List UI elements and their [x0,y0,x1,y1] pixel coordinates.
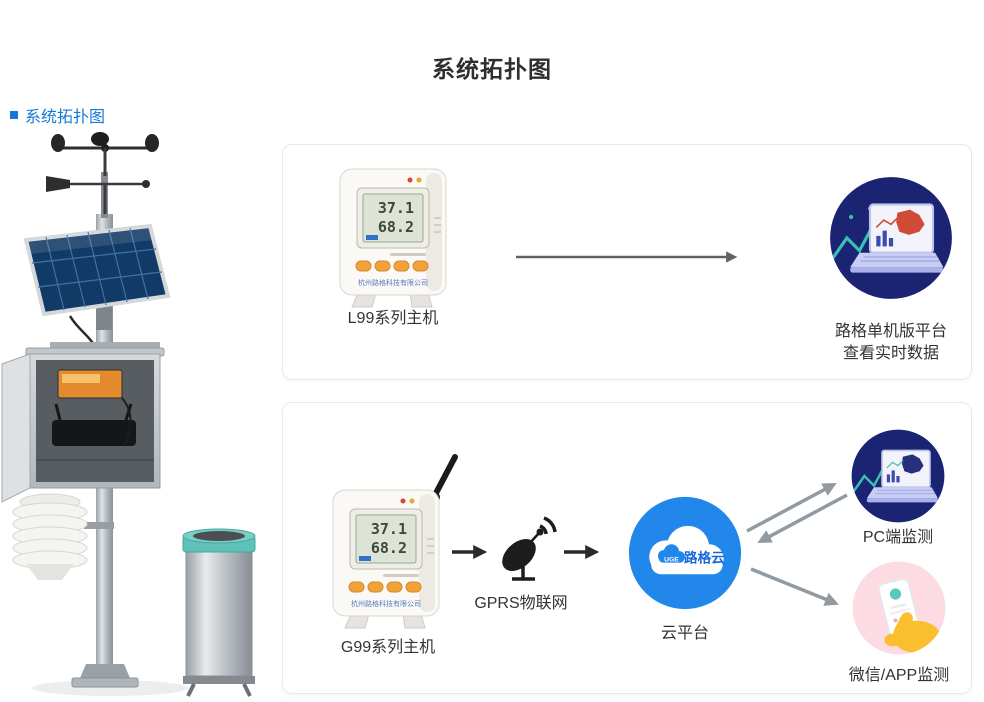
flow-arrow-gprs-to-cloud [564,545,600,559]
open-door [1,353,31,503]
flow-arrow-right [516,251,738,263]
section-bullet-icon [10,111,18,119]
device-buttons [348,581,422,593]
app-label: 微信/APP监测 [848,667,950,684]
lcd-value-2: 68.2 [378,218,414,236]
page-title: 系统拓扑图 [432,56,552,82]
cloud-name-text: 路格云 [684,550,725,566]
g99-device-label: G99系列主机 [340,639,436,656]
laptop-keyboard [866,487,938,499]
app-monitoring-illustration [852,561,946,655]
lcd-screen [355,514,417,564]
pc-monitoring-illustration [851,429,945,523]
device-company-text: 杭州路格科技有限公司 [358,278,428,287]
section-heading: 系统拓扑图 [10,103,105,127]
led-red [407,177,413,183]
platform-caption-line2: 查看实时数据 [842,345,939,362]
weather-station-illustration [1,132,256,697]
monitoring-platform-illustration [830,177,952,299]
anemometer-icon [51,132,159,176]
section-label: 系统拓扑图 [25,109,106,126]
led-yellow [416,177,422,183]
lcd-value-1: 37.1 [378,199,414,217]
cloud-caption: 云平台 [660,625,709,642]
g99-datalogger-image: 37.1 68.2 杭州路格科技有限公司 [332,454,458,629]
led-red [400,498,406,504]
pole-base [71,664,139,688]
laptop-keyboard [850,252,944,268]
solar-panel [23,223,171,357]
flow-double-arrow-cloud-pc [746,483,848,543]
map-graphic [902,454,924,474]
led-yellow [409,498,415,504]
radiation-shield [12,493,114,580]
platform-caption: 路格单机版平台 查看实时数据 [801,321,981,365]
cloud-logo-text: UGE [664,557,679,564]
lcd-value-1: 37.1 [371,520,407,538]
map-graphic [896,209,925,235]
l99-datalogger-image: 37.1 68.2 杭州路格科技有限公司 [339,168,447,308]
flow-arrow-cloud-app [750,567,839,606]
rain-gauge [182,528,256,697]
lcd-value-2: 68.2 [371,539,407,557]
cloud-platform-illustration: UGE 路格云 [628,496,742,610]
pc-label: PC端监测 [862,529,934,546]
router-device [52,420,136,446]
panel-standalone-flow: 37.1 68.2 杭州路格科技有限公司 L99系列主机 [282,144,972,380]
device-buttons [355,260,429,272]
luge-cloud-logo-icon: UGE [657,544,685,564]
wind-vane-icon [46,176,150,214]
lcd-screen [362,193,424,243]
platform-caption-line1: 路格单机版平台 [834,323,947,340]
satellite-dish-icon [502,516,557,581]
device-company-text: 杭州路格科技有限公司 [351,599,421,608]
panel-cloud-flow: 37.1 68.2 杭州路格科技有限公司 G99系列主机 [282,402,972,694]
flow-arrow-device-to-gprs [452,545,488,559]
enclosure-box [1,342,165,503]
ground-shadow [32,680,188,696]
l99-device-label: L99系列主机 [347,310,439,327]
gprs-label: GPRS物联网 [474,595,568,612]
